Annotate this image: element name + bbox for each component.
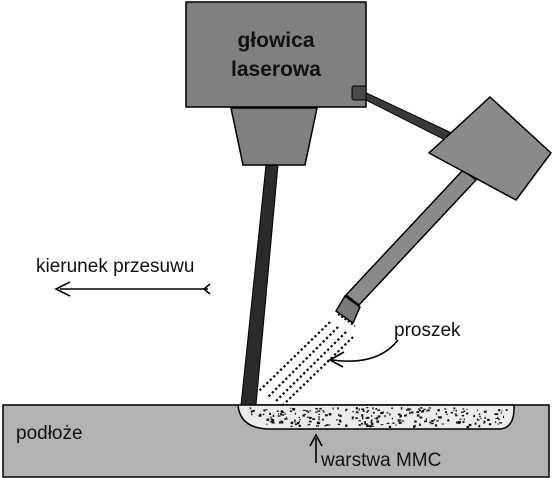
direction-label: kierunek przesuwu (36, 256, 194, 277)
powder-label: proszek (394, 320, 461, 341)
laser-head-body (185, 1, 367, 108)
substrate-label: podłoże (16, 423, 83, 444)
layer-arrow (309, 433, 323, 463)
powder-feeder-housing (427, 95, 553, 201)
laser-head-nozzle (230, 107, 318, 166)
direction-arrow (54, 281, 211, 297)
powder-arrow (328, 339, 399, 368)
layer-label: warstwa MMC (320, 450, 441, 471)
laser-head-label-line1: głowica (237, 29, 314, 52)
mmc-layer-particles (249, 407, 508, 428)
powder-nozzle-rim (337, 313, 356, 327)
laser-head-label-line2: laserowa (231, 58, 321, 81)
laser-beam (240, 164, 279, 406)
powder-feeder-tube (344, 168, 478, 307)
powder-stream (258, 321, 354, 406)
arm-bracket-head (351, 85, 367, 101)
powder-nozzle (334, 294, 361, 325)
